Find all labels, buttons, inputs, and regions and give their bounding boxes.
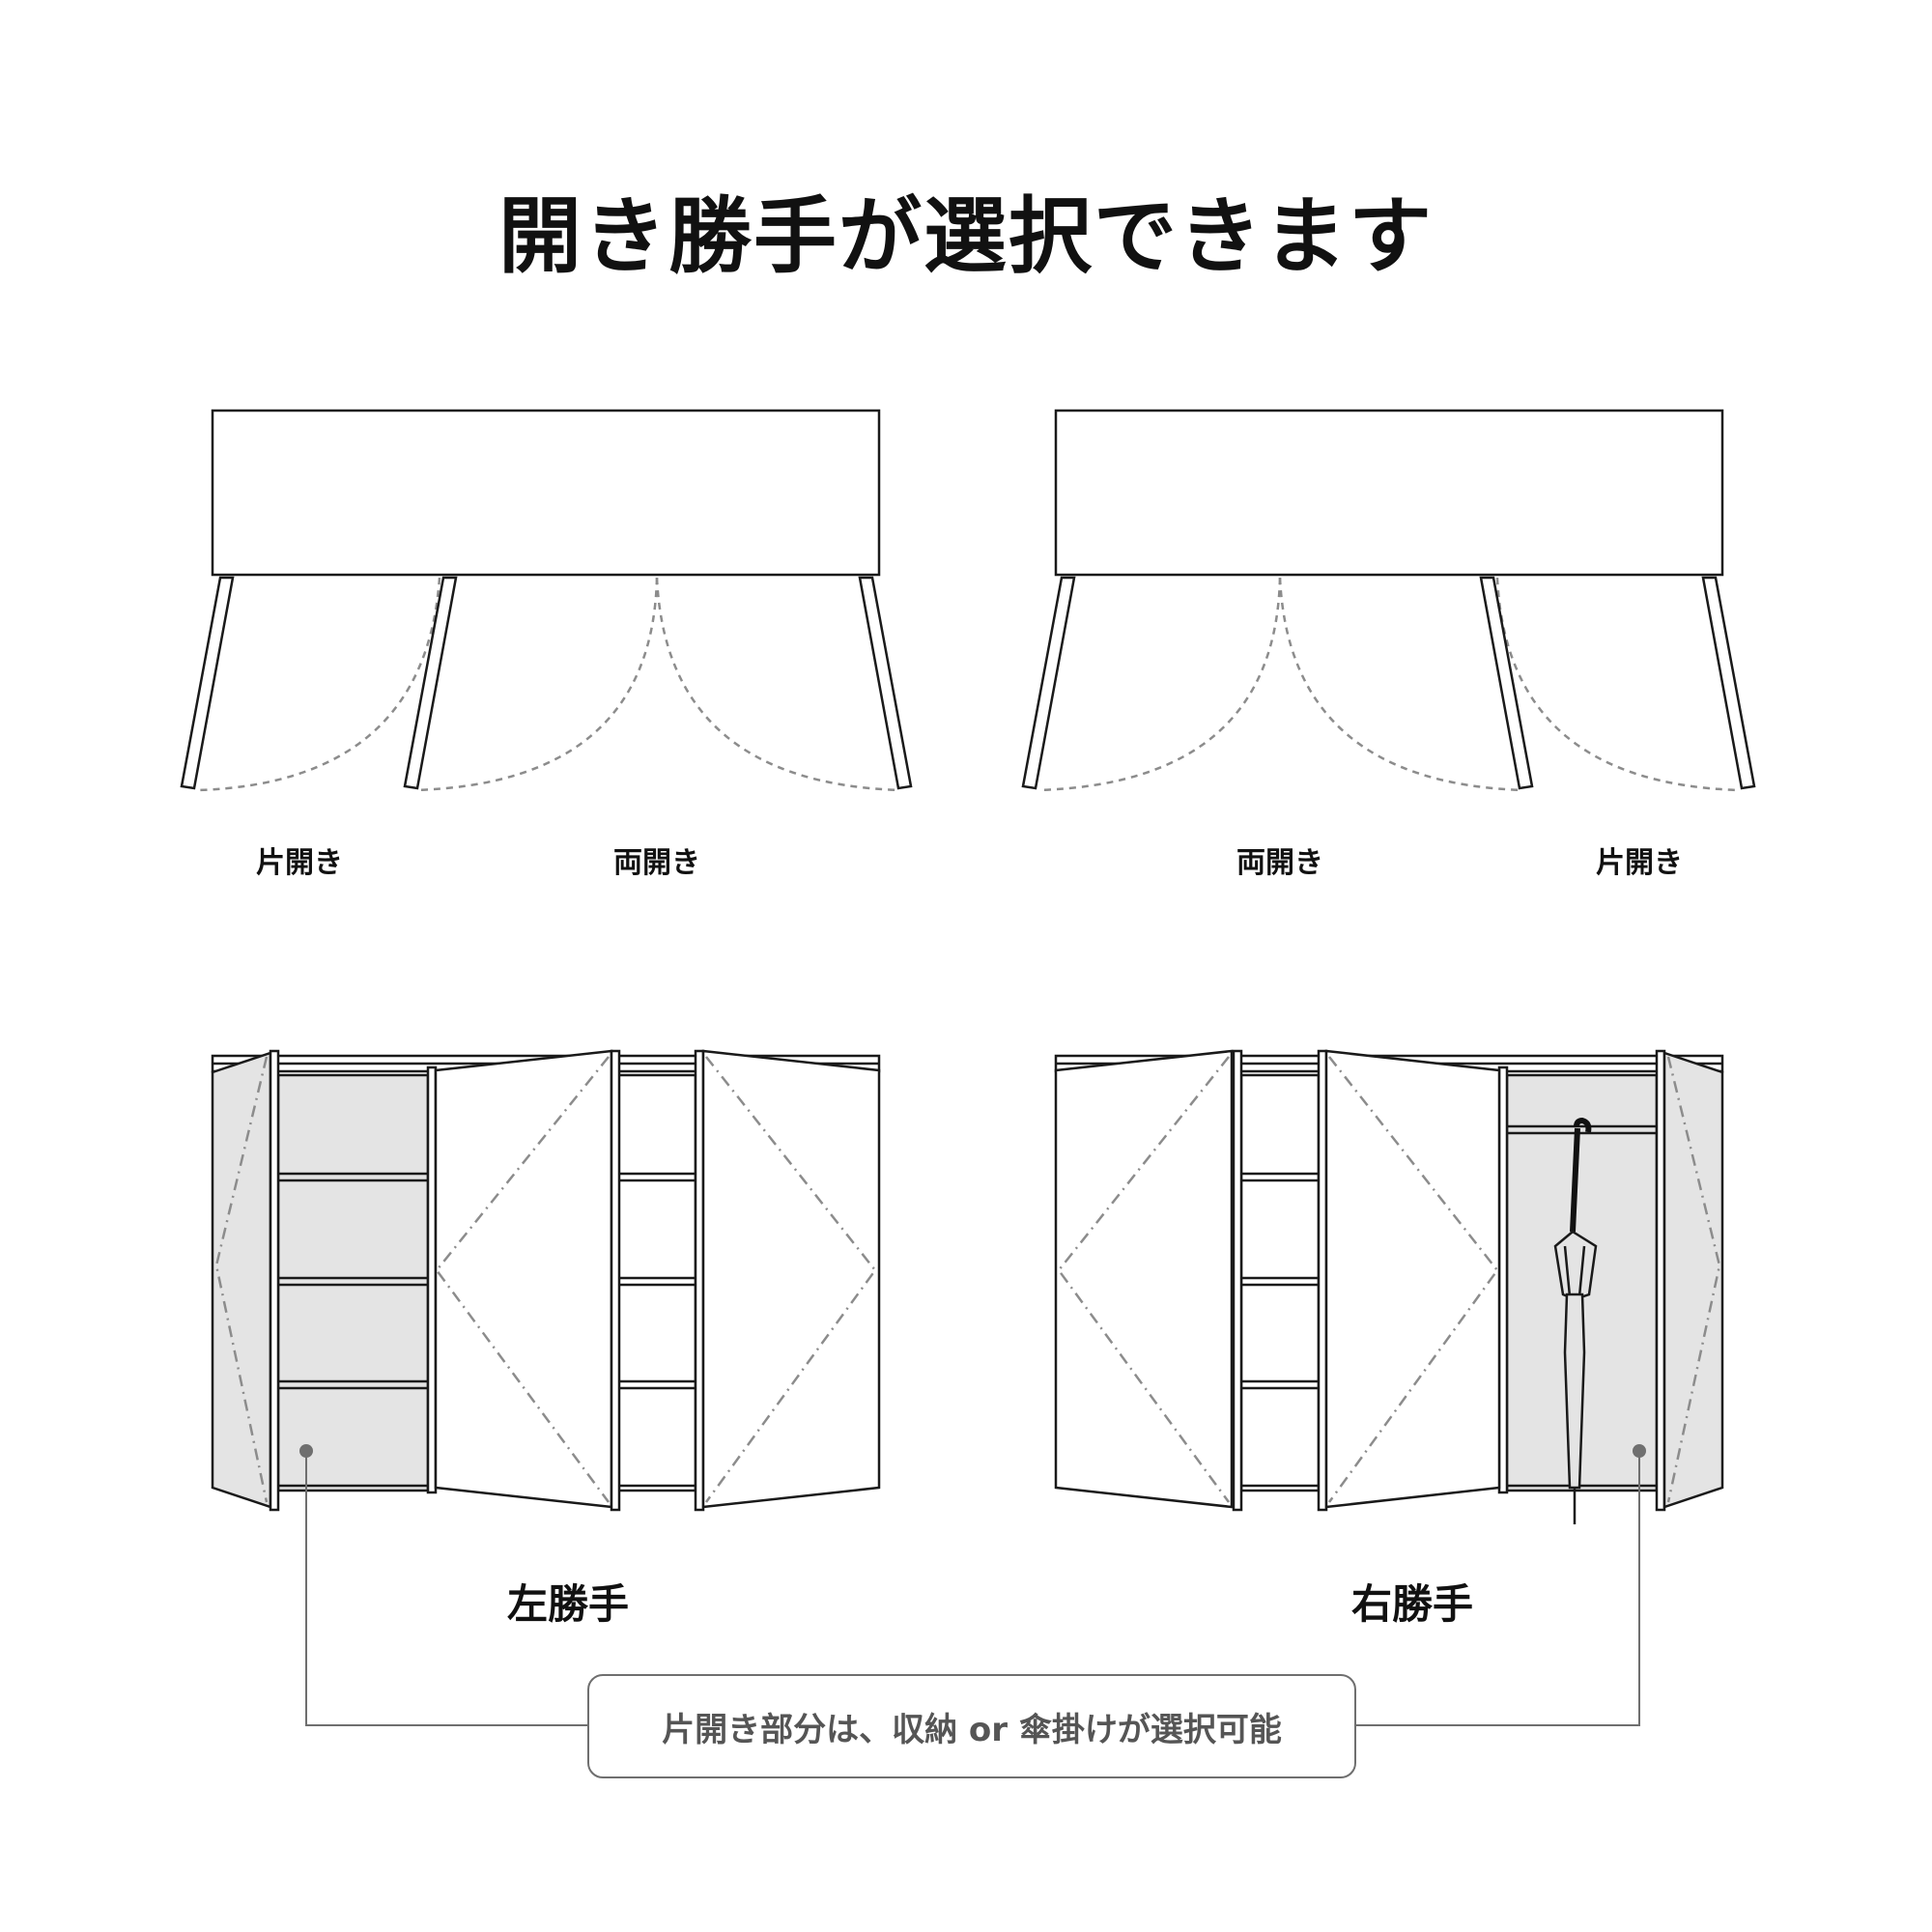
swing-arc (655, 577, 901, 792)
door-panel (1701, 576, 1756, 790)
swing-arc (1495, 577, 1740, 792)
door-panel (701, 1049, 881, 1509)
door-panel (858, 576, 913, 790)
door-panel (1479, 576, 1534, 790)
door-panel (1324, 1049, 1501, 1509)
storage-compartment (276, 1073, 430, 1492)
leader-line (1356, 1451, 1640, 1726)
note-text: 片開き部分は、収納 or 傘掛けが選択可能 (662, 1710, 1282, 1749)
plan-view-right (1021, 409, 1756, 792)
door-panel (211, 1051, 272, 1509)
door-panel (1662, 1051, 1724, 1509)
door-panel (403, 576, 458, 790)
umbrella-icon (1553, 1117, 1598, 1524)
swing-arc (1278, 577, 1524, 792)
swing-arc (1037, 577, 1282, 792)
cabinet-left-handed (211, 1049, 881, 1512)
label-right-handed: 右勝手 (1350, 1580, 1474, 1628)
page-title: 開き勝手が選択できます (498, 188, 1434, 285)
swing-arc (414, 577, 659, 792)
label-double-swing: 両開き (613, 846, 700, 880)
label-double-swing: 両開き (1236, 846, 1323, 880)
cabinet-right-handed (1054, 1049, 1724, 1524)
door-panel (1021, 576, 1076, 790)
label-single-swing: 片開き (256, 846, 343, 880)
swing-arc (197, 577, 441, 792)
leader-line (305, 1451, 587, 1726)
note-callout: 片開き部分は、収納 or 傘掛けが選択可能 (587, 1674, 1356, 1778)
door-panel (1054, 1049, 1234, 1509)
door-panel (434, 1049, 613, 1509)
door-panel (180, 576, 235, 790)
label-single-swing: 片開き (1596, 846, 1683, 880)
plan-view-left (180, 409, 913, 792)
label-left-handed: 左勝手 (506, 1580, 630, 1628)
